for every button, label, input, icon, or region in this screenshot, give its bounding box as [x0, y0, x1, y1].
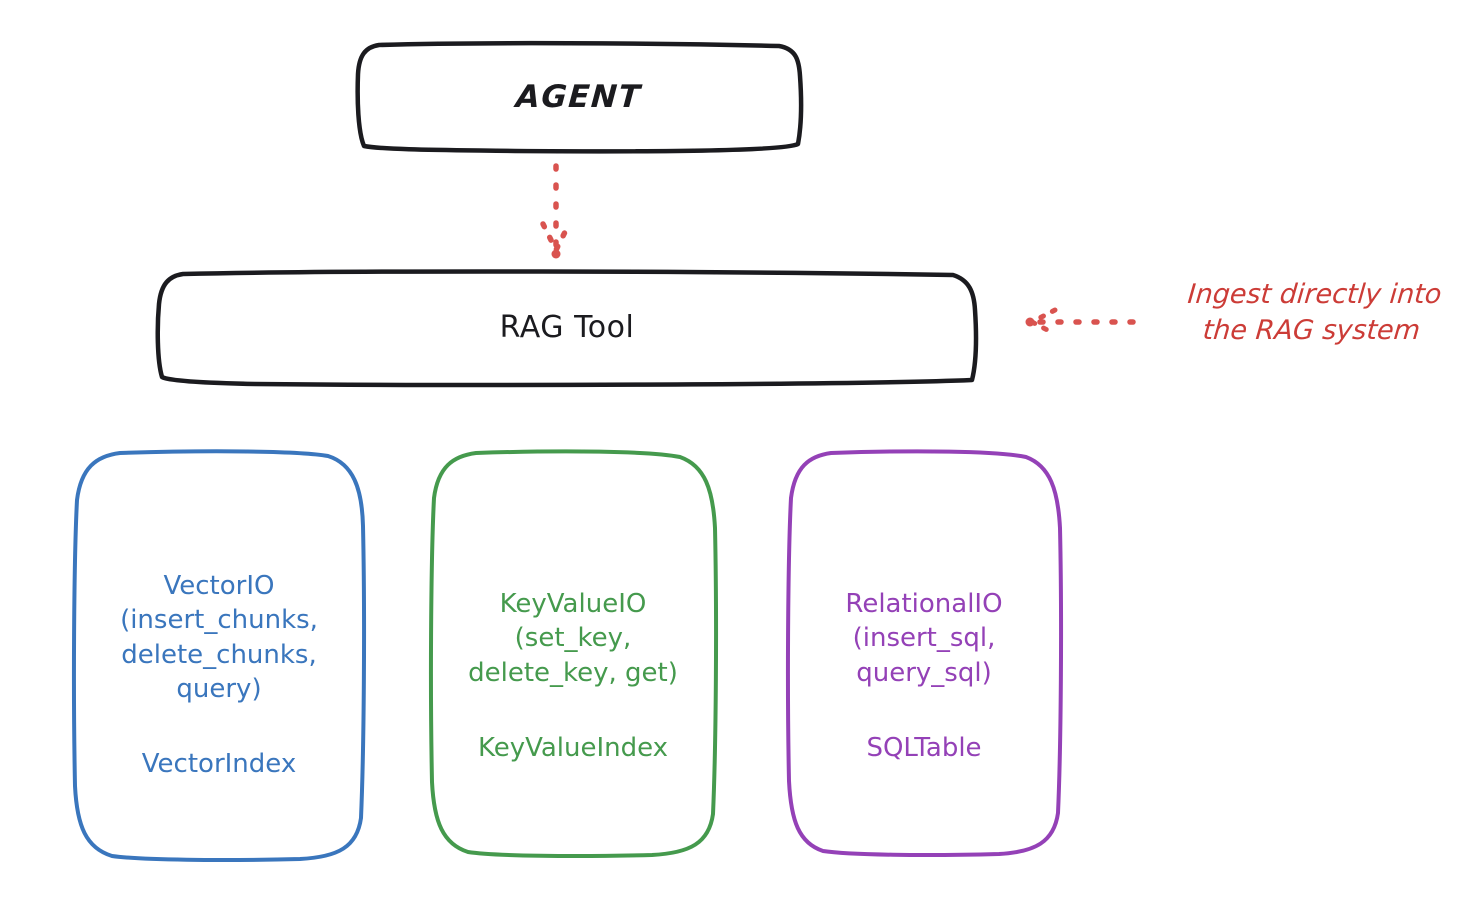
node-rag-tool[interactable]: RAG Tool [155, 268, 979, 388]
vector-io-label: VectorIO (insert_chunks, delete_chunks, … [120, 570, 318, 705]
node-vector-io[interactable]: VectorIO (insert_chunks, delete_chunks, … [70, 448, 368, 862]
node-relational-io[interactable]: RelationalIO (insert_sql, query_sql) SQL… [785, 448, 1064, 857]
rag-tool-label: RAG Tool [499, 309, 635, 345]
key-value-io-sublabel: KeyValueIndex [477, 732, 669, 763]
relational-io-text-block: RelationalIO (insert_sql, query_sql) SQL… [785, 552, 1063, 800]
key-value-io-label: KeyValueIO (set_key, delete_key, get) [468, 588, 678, 688]
node-agent[interactable]: AGENT [355, 40, 804, 154]
agent-label: AGENT [515, 79, 643, 115]
arrow-ingest-to-rag-tool [1025, 307, 1136, 337]
arrow-agent-to-rag-tool [540, 163, 572, 259]
relational-io-label: RelationalIO (insert_sql, query_sql) [845, 588, 1003, 688]
vector-io-sublabel: VectorIndex [141, 749, 297, 780]
vector-io-text-block: VectorIO (insert_chunks, delete_chunks, … [70, 534, 368, 816]
key-value-io-text-block: KeyValueIO (set_key, delete_key, get) Ke… [428, 552, 718, 800]
ingest-annotation-text: Ingest directly into the RAG system [1186, 279, 1443, 346]
node-key-value-io[interactable]: KeyValueIO (set_key, delete_key, get) Ke… [428, 448, 719, 858]
relational-io-sublabel: SQLTable [866, 732, 982, 763]
